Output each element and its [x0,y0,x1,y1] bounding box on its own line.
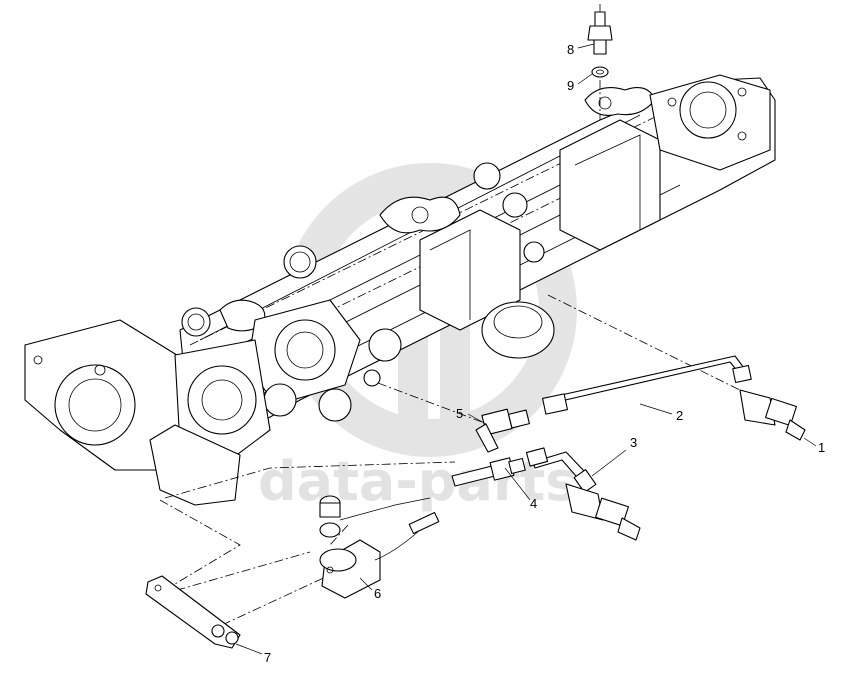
callout-7: 7 [264,650,271,665]
leader-lines [235,43,817,655]
part-2-pipe [542,355,752,415]
callout-4: 4 [530,496,537,511]
part-9-washer [591,66,609,78]
callouts: 1 2 3 4 5 6 7 8 9 [264,42,825,665]
part-1-sensor [739,389,806,441]
part-5-fitting [475,408,530,453]
callout-5: 5 [456,406,463,421]
part-3-sensor [565,483,641,541]
callout-1: 1 [818,440,825,455]
callout-3: 3 [630,435,637,450]
axle-housing [24,74,776,506]
part-4-adapter [451,457,526,487]
callout-9: 9 [567,78,574,93]
callout-6: 6 [374,586,381,601]
assembly-lines [159,80,761,626]
callout-2: 2 [676,408,683,423]
part-7-bracket [145,575,241,649]
callout-8: 8 [567,42,574,57]
part-8-sender [587,4,613,55]
watermark-text: data-parts [258,450,577,513]
